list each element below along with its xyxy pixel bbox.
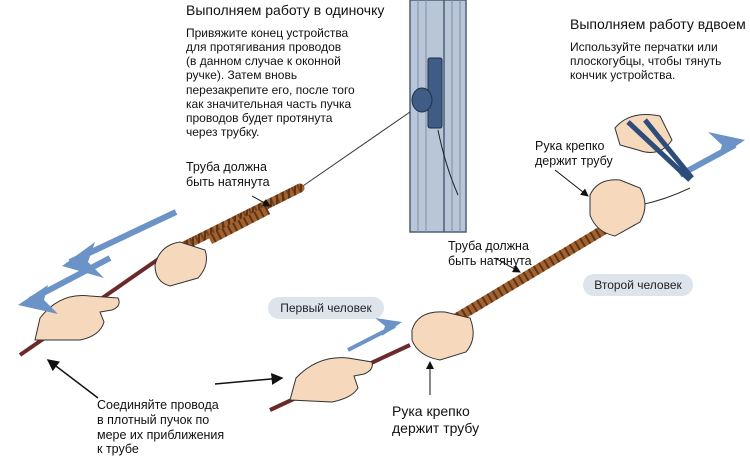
- solo-instructions: Привяжите конец устройства для протягива…: [186, 26, 355, 140]
- pointer-arrow-tube-taut-left: [251, 195, 271, 207]
- tube-taut-label-right: Труба должна быть натянута: [448, 239, 532, 268]
- pair-hand-feeding-wires: [289, 357, 373, 403]
- window-frame: [409, 0, 467, 233]
- hand-holds-label-bottom: Рука крепко держит трубу: [392, 403, 480, 436]
- first-person-hand: [411, 311, 474, 361]
- pointer-arrow-to-wire-right: [214, 372, 284, 385]
- pointer-arrow-to-wire-left: [46, 359, 99, 399]
- solo-header: Выполняем работу в одиночку: [186, 2, 385, 18]
- solo-hand-feeding-wires: [34, 294, 120, 341]
- first-person-badge: Первый человек: [268, 297, 384, 319]
- tube-taut-label-left: Труба должна быть натянута: [186, 160, 270, 189]
- pull-arrow-left-lower: [18, 255, 112, 314]
- hand-holds-label-top: Рука крепко держит трубу: [535, 139, 613, 168]
- pair-instructions: Используйте перчатки или плоскогубцы, чт…: [570, 40, 722, 83]
- pointer-arrow-hand-holds: [554, 169, 589, 197]
- join-wires-label: Соединяйте провода в плотный пучок по ме…: [97, 398, 225, 457]
- pair-header: Выполняем работу вдвоем: [570, 16, 746, 32]
- pointer-arrow-tube-taut-right: [494, 257, 521, 273]
- gloved-hand-with-pliers: [614, 114, 694, 182]
- pull-arrow-right: [678, 132, 745, 178]
- pull-arrow-middle: [347, 318, 402, 352]
- second-person-hand: [589, 179, 646, 237]
- window-handle: [411, 57, 459, 196]
- second-person-badge: Второй человек: [583, 274, 693, 296]
- solo-hand-holding-tube: [154, 241, 207, 287]
